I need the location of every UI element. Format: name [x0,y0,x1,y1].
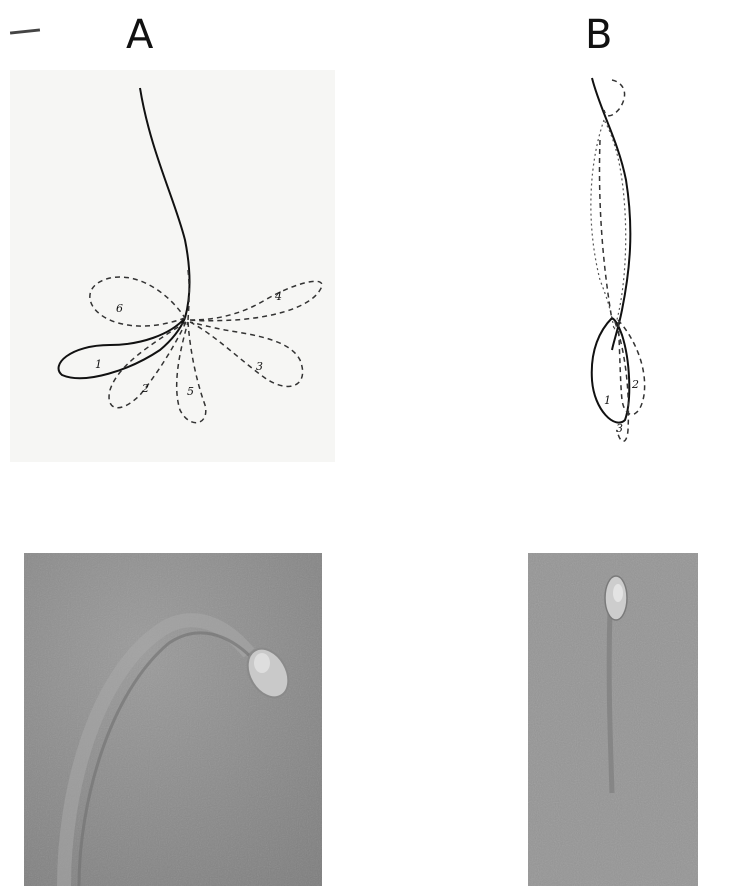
sperm-head-highlight-a [254,653,270,673]
loop-number-6: 6 [116,302,123,315]
micrograph-b-svg [528,553,698,886]
loop-b-number-1: 1 [604,394,611,407]
loop-number-5: 5 [187,385,194,398]
micrograph-a-svg [24,553,322,886]
micrograph-b [528,553,698,886]
loop-number-1: 1 [95,358,102,371]
flagellum-b [609,613,612,793]
loop-b-number-3: 3 [616,422,623,435]
sperm-head-highlight-b [613,584,623,602]
loop-b-number-2: 2 [631,378,639,391]
trace-dotted-envelope-b [591,120,626,330]
loop-number-3: 3 [256,360,263,373]
sketch-b: 1 2 3 [591,78,645,441]
loop-number-2: 2 [141,382,149,395]
trace-dashed-b [600,140,613,320]
micrograph-a [24,553,322,886]
sketch-a-paper [10,70,335,462]
loop-number-4: 4 [274,290,282,303]
trace-top-dashed-b [604,80,625,116]
